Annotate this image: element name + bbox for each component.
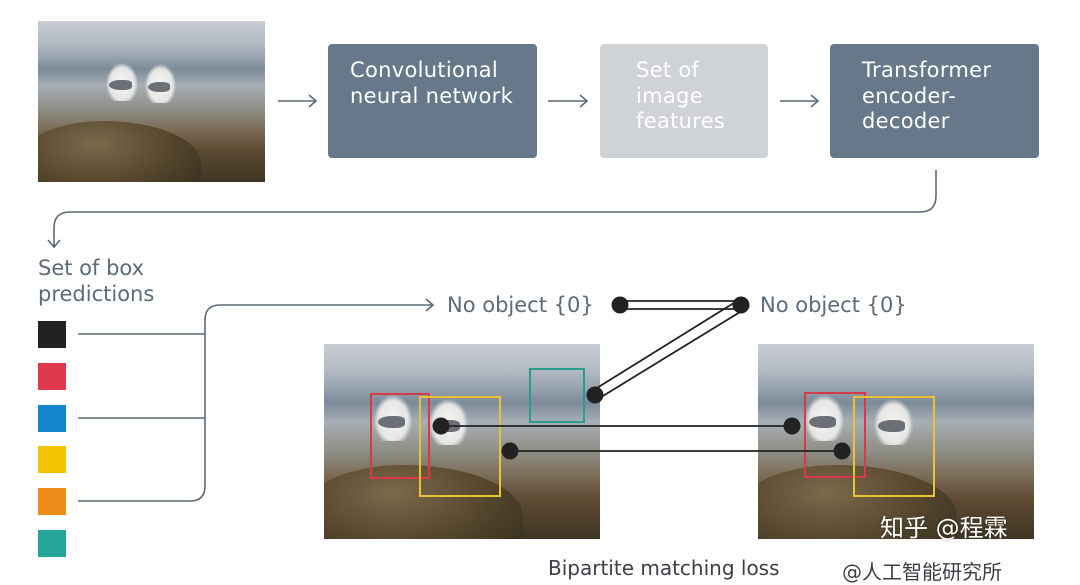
swatch-red: [38, 363, 66, 390]
return-arrow: [53, 170, 937, 247]
swatch-orange: [38, 488, 66, 515]
arrow-photo-to-cnn: [278, 94, 318, 108]
gull-right: [873, 398, 913, 446]
swatch-black: [38, 321, 66, 348]
ground-truth-photo: [758, 344, 1034, 539]
arrow-cnn-to-features: [548, 94, 589, 108]
no-object-left: No object {0}: [447, 293, 594, 317]
cnn-label: Convolutional neural network: [350, 58, 514, 108]
bipartite-caption: Bipartite matching loss: [548, 556, 780, 580]
features-label: Set of image features: [636, 58, 726, 133]
gt-box-yellow: [853, 396, 935, 497]
dot-no-object-right: [732, 296, 750, 314]
transformer-block: Transformer encoder-decoder: [830, 44, 1039, 158]
prediction-photo: [324, 344, 600, 539]
no-object-right: No object {0}: [760, 293, 907, 317]
box-predictions-title: Set of box predictions: [38, 256, 155, 306]
arrow-features-to-transformer: [780, 94, 820, 108]
watermark-main: 知乎 @程霖: [880, 514, 1008, 542]
pred-box-red: [370, 393, 430, 479]
swatch-teal: [38, 530, 66, 557]
pred-box-yellow: [419, 396, 501, 497]
dot-gt-red: [783, 417, 801, 435]
gull-left: [373, 394, 413, 442]
dot-gt-yellow: [833, 442, 851, 460]
gull-right: [144, 64, 177, 104]
dot-teal-box: [586, 386, 604, 404]
swatch-yellow: [38, 446, 66, 473]
dot-pred-red: [432, 417, 450, 435]
connectors: [47, 94, 937, 502]
watermark-bottom: @人工智能研究所: [842, 560, 1002, 584]
swatch-blue: [38, 405, 66, 432]
gull-left: [106, 62, 138, 102]
dot-no-object-left: [611, 296, 629, 314]
gull-left: [804, 394, 844, 442]
pred-box-teal: [529, 368, 585, 423]
input-photo: [38, 21, 265, 182]
cnn-block: Convolutional neural network: [328, 44, 537, 158]
gt-box-red: [804, 392, 866, 478]
dot-pred-yellow: [501, 442, 519, 460]
matching-lines: [432, 296, 851, 460]
transformer-label: Transformer encoder-decoder: [862, 58, 992, 133]
image-features-block: Set of image features: [600, 44, 768, 158]
